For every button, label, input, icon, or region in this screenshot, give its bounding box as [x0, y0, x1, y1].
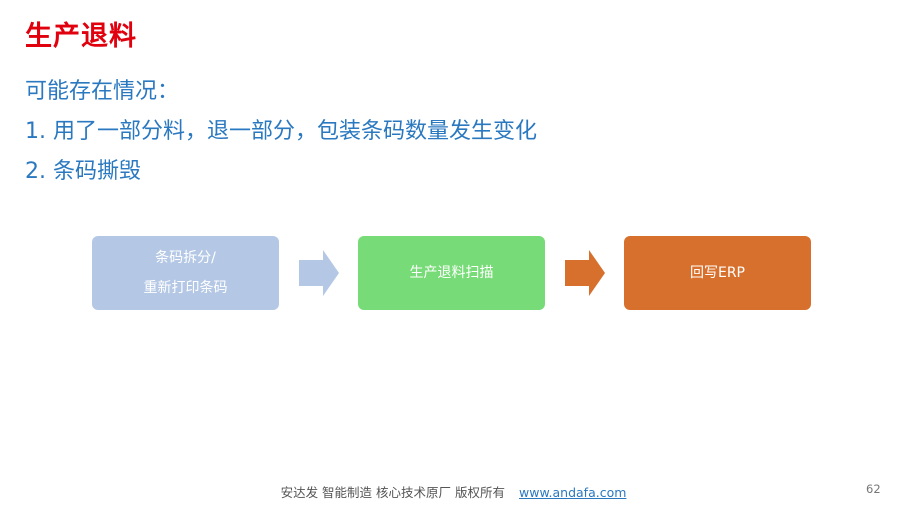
bullet-line-2: 2. 条码撕毁 — [25, 159, 141, 184]
flow-arrow-right-icon — [565, 250, 605, 296]
flow-step-return-scan: 生产退料扫描 — [358, 236, 545, 310]
flow-step-label: 重新打印条码 — [143, 280, 228, 296]
slide-title: 生产退料 — [25, 21, 137, 52]
arrow-shape — [565, 250, 605, 296]
page-number: 62 — [866, 482, 881, 496]
footer: 安达发 智能制造 核心技术原厂 版权所有 www.andafa.com — [0, 482, 907, 501]
footer-website-link[interactable]: www.andafa.com — [519, 485, 627, 500]
flow-step-label: 条码拆分/ — [155, 250, 216, 266]
bullet-line-1: 1. 用了一部分料，退一部分，包装条码数量发生变化 — [25, 119, 537, 144]
flow-step-label: 生产退料扫描 — [409, 265, 494, 281]
flow-step-writeback-erp: 回写ERP — [624, 236, 811, 310]
flow-step-label: 回写ERP — [689, 265, 745, 281]
bullet-list: 可能存在情况： 1. 用了一部分料，退一部分，包装条码数量发生变化 2. 条码撕… — [25, 72, 537, 192]
flow-arrow-right-icon — [299, 250, 339, 296]
footer-text: 安达发 智能制造 核心技术原厂 版权所有 — [280, 485, 505, 500]
flow-step-split-reprint: 条码拆分/ 重新打印条码 — [92, 236, 279, 310]
bullet-line-intro: 可能存在情况： — [25, 79, 180, 104]
arrow-shape — [299, 250, 339, 296]
